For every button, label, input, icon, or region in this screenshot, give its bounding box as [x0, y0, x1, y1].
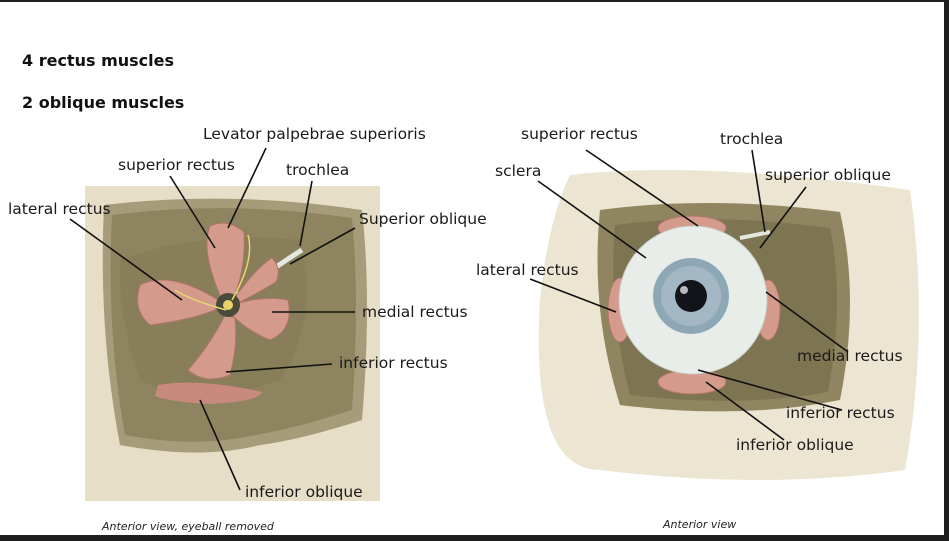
label-right-lateral-rectus: lateral rectus — [476, 261, 579, 279]
label-left-superior-oblique: Superior oblique — [359, 210, 487, 228]
label-left-trochlea: trochlea — [286, 161, 350, 179]
caption-right: Anterior view — [663, 518, 737, 531]
left-orbit-illustration — [85, 186, 380, 501]
label-right-trochlea: trochlea — [720, 130, 784, 148]
right-orbit-illustration — [538, 170, 919, 480]
label-left-levator-palpebrae-superioris: Levator palpebrae superioris — [203, 125, 426, 143]
label-right-inferior-rectus: inferior rectus — [786, 404, 895, 422]
label-left-medial-rectus: medial rectus — [362, 303, 468, 321]
label-right-superior-oblique: superior oblique — [765, 166, 891, 184]
label-left-superior-rectus: superior rectus — [118, 156, 235, 174]
label-left-lateral-rectus: lateral rectus — [8, 200, 111, 218]
label-right-inferior-oblique: inferior oblique — [736, 436, 854, 454]
label-left-inferior-rectus: inferior rectus — [339, 354, 448, 372]
heading-rectus: 4 rectus muscles — [22, 51, 174, 70]
label-right-superior-rectus: superior rectus — [521, 125, 638, 143]
label-right-medial-rectus: medial rectus — [797, 347, 903, 365]
caption-left: Anterior view, eyeball removed — [102, 520, 274, 533]
heading-oblique: 2 oblique muscles — [22, 93, 185, 112]
label-right-sclera: sclera — [495, 162, 542, 180]
label-left-inferior-oblique: inferior oblique — [245, 483, 363, 501]
